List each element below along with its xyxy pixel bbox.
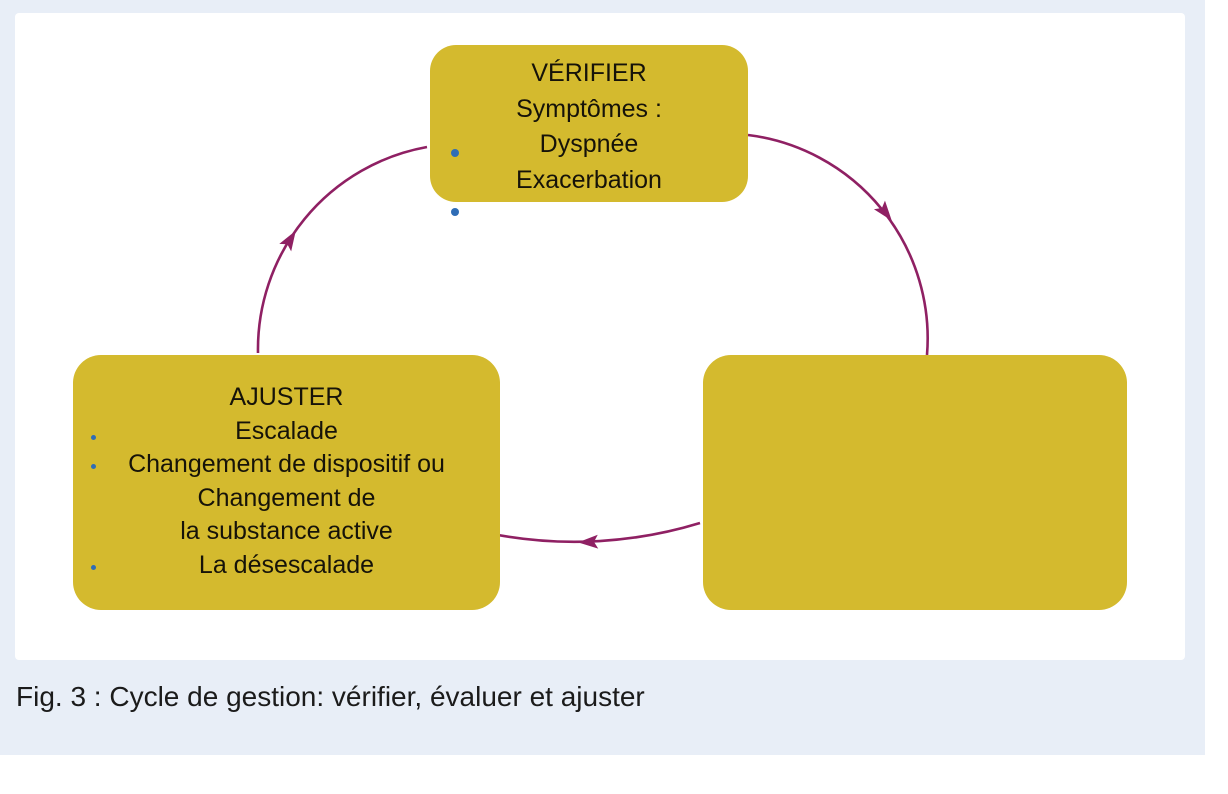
bullet-icon bbox=[91, 435, 96, 440]
node-verifier-line: Dyspnée bbox=[539, 130, 639, 158]
bullet-icon bbox=[451, 149, 459, 157]
node-ajuster-line: Changement de dispositif ou bbox=[128, 450, 445, 478]
node-verifier-title: VÉRIFIER bbox=[531, 59, 647, 87]
bullet-icon bbox=[91, 464, 96, 469]
bullet-icon bbox=[451, 208, 459, 216]
node-ajuster-line: La désescalade bbox=[198, 550, 375, 579]
node-verifier-line: Symptômes : bbox=[516, 94, 662, 123]
node-verifier: VÉRIFIER Symptômes : Dyspnée Exacerbatio… bbox=[430, 45, 748, 216]
node-verifier-line: Exacerbation bbox=[516, 165, 662, 194]
node-ajuster-title: AJUSTER bbox=[229, 383, 344, 411]
node-ajuster-line: la substance active bbox=[180, 517, 393, 545]
bullet-icon bbox=[91, 565, 96, 570]
node-ajuster: AJUSTER Escalade Changement de dispositi… bbox=[73, 355, 500, 610]
node-ajuster-line: Escalade bbox=[235, 416, 338, 445]
node-ajuster-line: Changement de bbox=[197, 483, 376, 512]
figure-caption: Fig. 3 : Cycle de gestion: vérifier, éva… bbox=[16, 681, 645, 712]
node-evaluer bbox=[703, 355, 1127, 610]
